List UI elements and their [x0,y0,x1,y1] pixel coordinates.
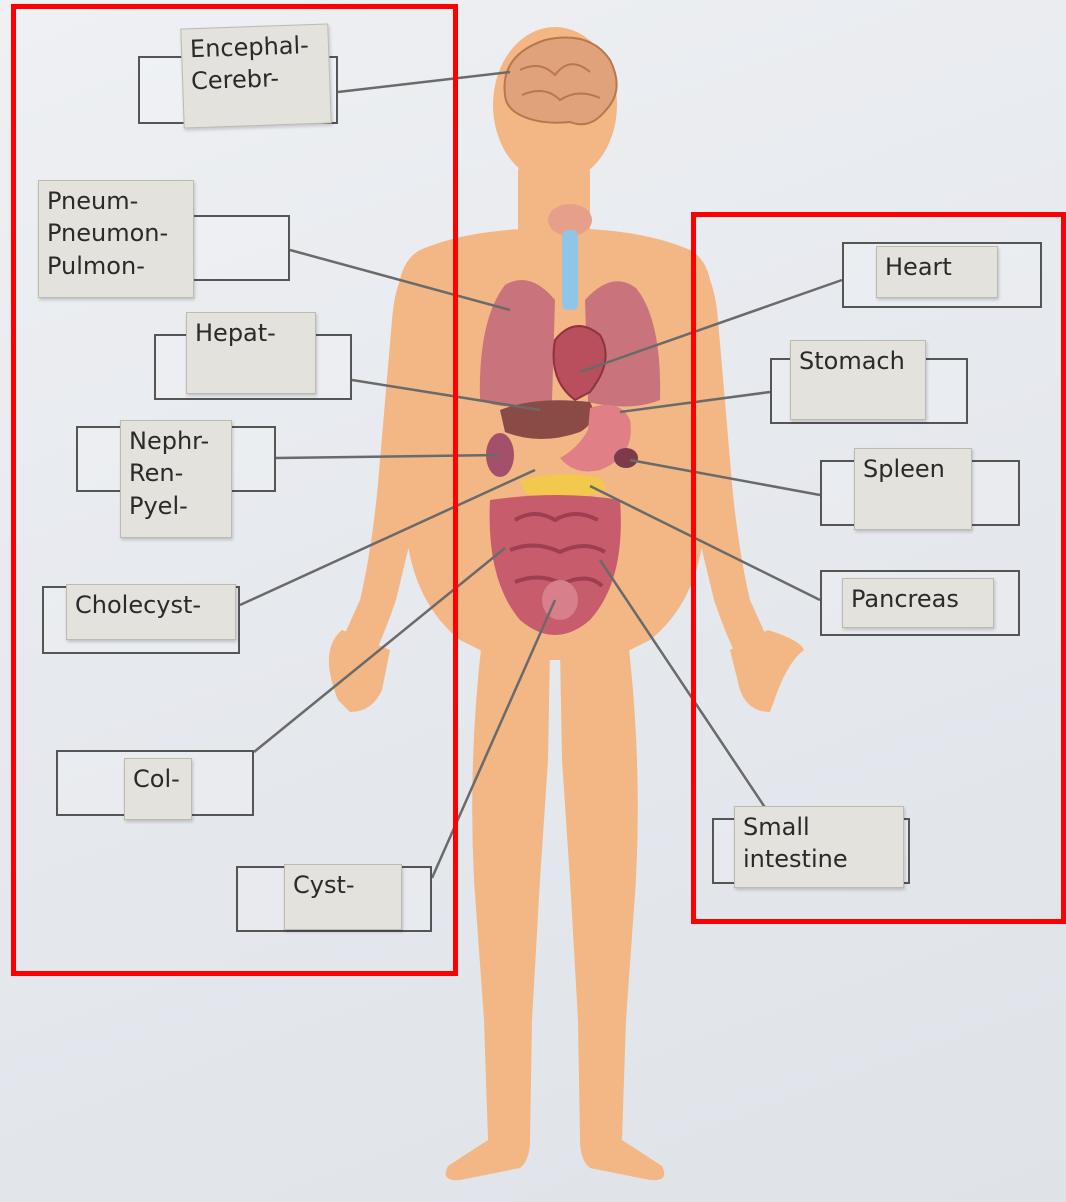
label-card-hepat[interactable]: Hepat- [186,312,316,394]
label-card-pancreas[interactable]: Pancreas [842,578,994,628]
label-card-nephr[interactable]: Nephr- Ren- Pyel- [120,420,232,538]
label-card-stomach[interactable]: Stomach [790,340,926,420]
spleen-shape [614,448,638,468]
pancreas-organ [520,474,605,497]
label-card-heart[interactable]: Heart [876,246,998,298]
label-card-cholecyst[interactable]: Cholecyst- [66,584,236,640]
label-card-pneum[interactable]: Pneum- Pneumon- Pulmon- [38,180,194,298]
label-card-small-intestine[interactable]: Small intestine [734,806,904,888]
bladder-shape [542,580,578,620]
label-card-cyst[interactable]: Cyst- [284,864,402,930]
label-card-spleen[interactable]: Spleen [854,448,972,530]
label-card-encephal[interactable]: Encephal- Cerebr- [180,23,331,128]
label-card-col[interactable]: Col- [124,758,192,820]
